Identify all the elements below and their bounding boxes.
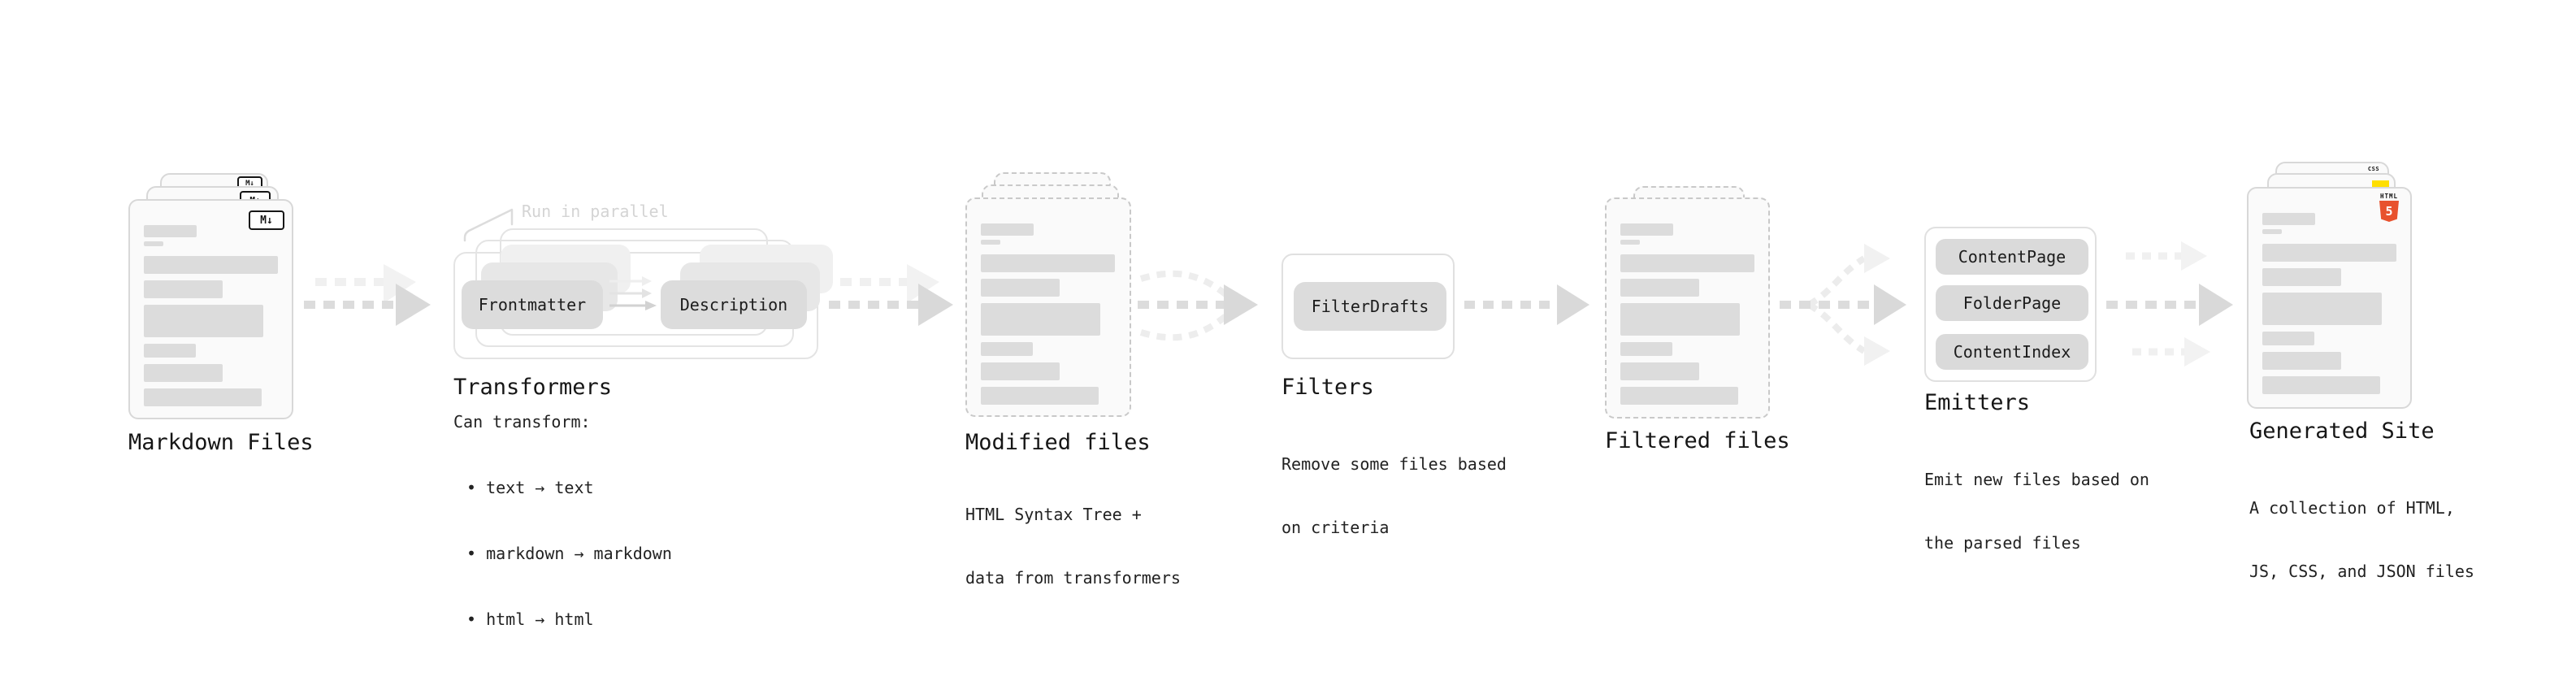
doc-text-bar: [1620, 279, 1699, 297]
contentindex-pill: ContentIndex: [1936, 334, 2088, 370]
filtered-files-stack: [1605, 173, 1776, 433]
doc-text-bar: [144, 225, 197, 237]
doc-text-bar: [981, 254, 1115, 272]
arrow-filters-to-filtered: [1464, 284, 1589, 325]
arrow-emitters-to-generated: [2106, 241, 2233, 367]
doc-text-bars: [981, 223, 1115, 405]
modified-files-desc: HTML Syntax Tree + data from transformer…: [965, 462, 1181, 631]
doc-text-bar: [2262, 268, 2341, 286]
filters-desc: Remove some files based on criteria: [1281, 411, 1507, 580]
doc-text-bar: [144, 241, 163, 246]
doc-text-bar: [981, 387, 1099, 405]
folderpage-pill: FolderPage: [1936, 285, 2088, 321]
doc-text-bar: [2262, 332, 2314, 345]
doc-text-bar: [1620, 342, 1672, 356]
transformer-flow-arrows: [609, 276, 657, 310]
doc-text-bars: [144, 225, 278, 406]
generated-file-card-front: HTML 5: [2247, 187, 2412, 409]
doc-text-bar: [2262, 376, 2380, 394]
contentpage-pill: ContentPage: [1936, 239, 2088, 275]
markdown-files-label: Markdown Files: [128, 430, 314, 455]
emitters-desc: Emit new files based on the parsed files: [1924, 427, 2149, 596]
emitters-heading: Emitters: [1924, 390, 2031, 415]
emitters-box: ContentPage FolderPage ContentIndex: [1924, 227, 2097, 382]
filterdrafts-pill: FilterDrafts: [1294, 282, 1446, 331]
desc-line: Emit new files based on: [1924, 470, 2149, 489]
filtered-file-card-front: [1605, 197, 1770, 419]
doc-text-bar: [981, 303, 1100, 336]
description-pill: Description: [661, 280, 807, 329]
modified-files-label: Modified files: [965, 430, 1151, 455]
doc-text-bar: [981, 279, 1060, 297]
bullet-item: • html → html: [466, 609, 594, 629]
markdown-icon: M↓: [249, 210, 284, 230]
bullet-item: • markdown → markdown: [466, 544, 672, 563]
doc-text-bar: [1620, 362, 1699, 380]
desc-line: the parsed files: [1924, 533, 2081, 553]
doc-text-bar: [1620, 240, 1640, 245]
desc-line: JS, CSS, and JSON files: [2249, 562, 2474, 581]
html5-icon-text: HTML: [2379, 193, 2399, 200]
run-in-parallel-leader-line: [463, 208, 514, 242]
markdown-file-card-front: M↓: [128, 199, 293, 419]
doc-text-bar: [144, 388, 262, 406]
arrow-filtered-to-emitters: [1780, 244, 1906, 366]
doc-text-bar: [144, 364, 223, 382]
filters-heading: Filters: [1281, 375, 1374, 400]
doc-text-bar: [981, 342, 1033, 356]
markdown-files-stack: M↓ M↓ M↓: [128, 162, 299, 422]
doc-text-bar: [144, 344, 196, 358]
transformers-bullet-list: • text → text • markdown → markdown • ht…: [466, 433, 672, 674]
html5-shield: 5: [2379, 201, 2399, 222]
doc-text-bar: [1620, 303, 1740, 336]
html5-icon: HTML 5: [2379, 193, 2400, 222]
run-in-parallel-note: Run in parallel: [522, 202, 669, 221]
desc-line: Remove some files based: [1281, 454, 1507, 474]
doc-text-bar: [981, 240, 1000, 245]
doc-text-bars: [2262, 213, 2396, 394]
filtered-files-label: Filtered files: [1605, 428, 1790, 453]
generated-site-label: Generated Site: [2249, 419, 2435, 444]
arrow-markdown-to-transformers: [304, 264, 431, 326]
desc-line: on criteria: [1281, 518, 1390, 537]
transformers-desc-title: Can transform:: [453, 412, 591, 432]
doc-text-bar: [144, 305, 263, 337]
arrow-transformers-to-modified: [829, 264, 953, 326]
doc-text-bar: [981, 223, 1034, 236]
doc-text-bar: [1620, 223, 1673, 236]
desc-line: A collection of HTML,: [2249, 498, 2455, 518]
modified-files-stack: [965, 159, 1136, 419]
modified-file-card-front: [965, 197, 1131, 417]
bullet-item: • text → text: [466, 478, 594, 497]
doc-text-bar: [144, 280, 223, 298]
doc-text-bar: [2262, 352, 2341, 370]
js-icon: [2372, 180, 2389, 189]
doc-text-bar: [1620, 254, 1754, 272]
generated-site-stack: CSS HTML 5: [2247, 159, 2418, 419]
frontmatter-pill: Frontmatter: [462, 280, 603, 329]
doc-text-bar: [2262, 213, 2315, 225]
generated-site-desc: A collection of HTML, JS, CSS, and JSON …: [2249, 455, 2474, 624]
doc-text-bar: [2262, 293, 2382, 325]
doc-text-bars: [1620, 223, 1754, 405]
doc-text-bar: [2262, 229, 2282, 234]
desc-line: HTML Syntax Tree +: [965, 505, 1142, 524]
desc-line: data from transformers: [965, 568, 1181, 588]
arrow-modified-to-filters: [1138, 270, 1258, 341]
doc-text-bar: [981, 362, 1060, 380]
transformers-heading: Transformers: [453, 375, 613, 400]
doc-text-bar: [2262, 244, 2396, 262]
filters-box: FilterDrafts: [1281, 254, 1455, 359]
css-icon-text: CSS: [2367, 166, 2380, 172]
doc-text-bar: [1620, 387, 1738, 405]
doc-text-bar: [144, 256, 278, 274]
